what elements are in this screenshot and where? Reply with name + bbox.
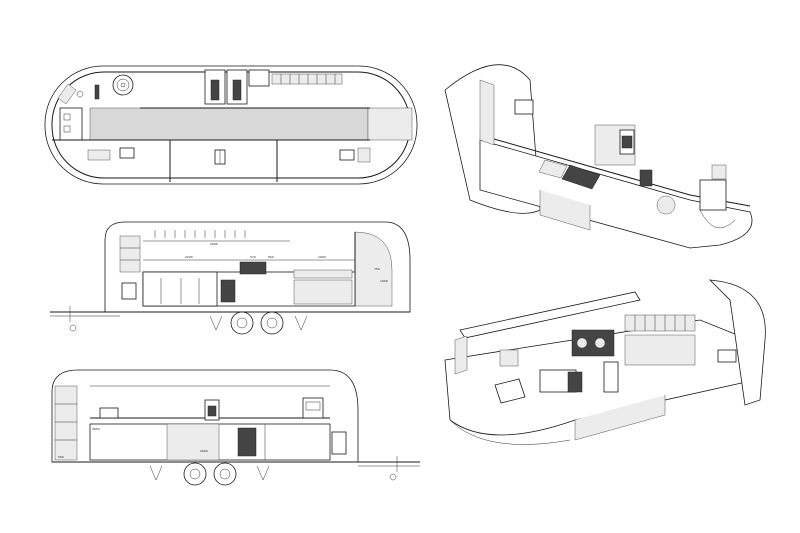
dim-lower-base: 590	[58, 455, 64, 459]
dim-height-b: 750	[374, 267, 380, 271]
iso-view-top	[444, 64, 753, 249]
dim-lower-mid: 2000	[200, 449, 208, 453]
dim-height-a: 1900	[380, 279, 388, 283]
iso-view-bottom	[444, 279, 766, 445]
rear-elevation-view: 2650 2000 590	[51, 369, 420, 486]
dim-counter-mid-a: 570	[250, 255, 256, 259]
dim-counter-right: 1900	[318, 255, 326, 259]
side-elevation-view: 5900 2200 570 650 1900 750 1900	[50, 221, 411, 335]
dim-counter-left: 2200	[185, 255, 193, 259]
plan-view	[44, 65, 418, 185]
dim-counter-mid-b: 650	[268, 255, 274, 259]
dim-overall-counter: 5900	[210, 242, 218, 246]
dim-lower-left: 2650	[92, 427, 100, 431]
